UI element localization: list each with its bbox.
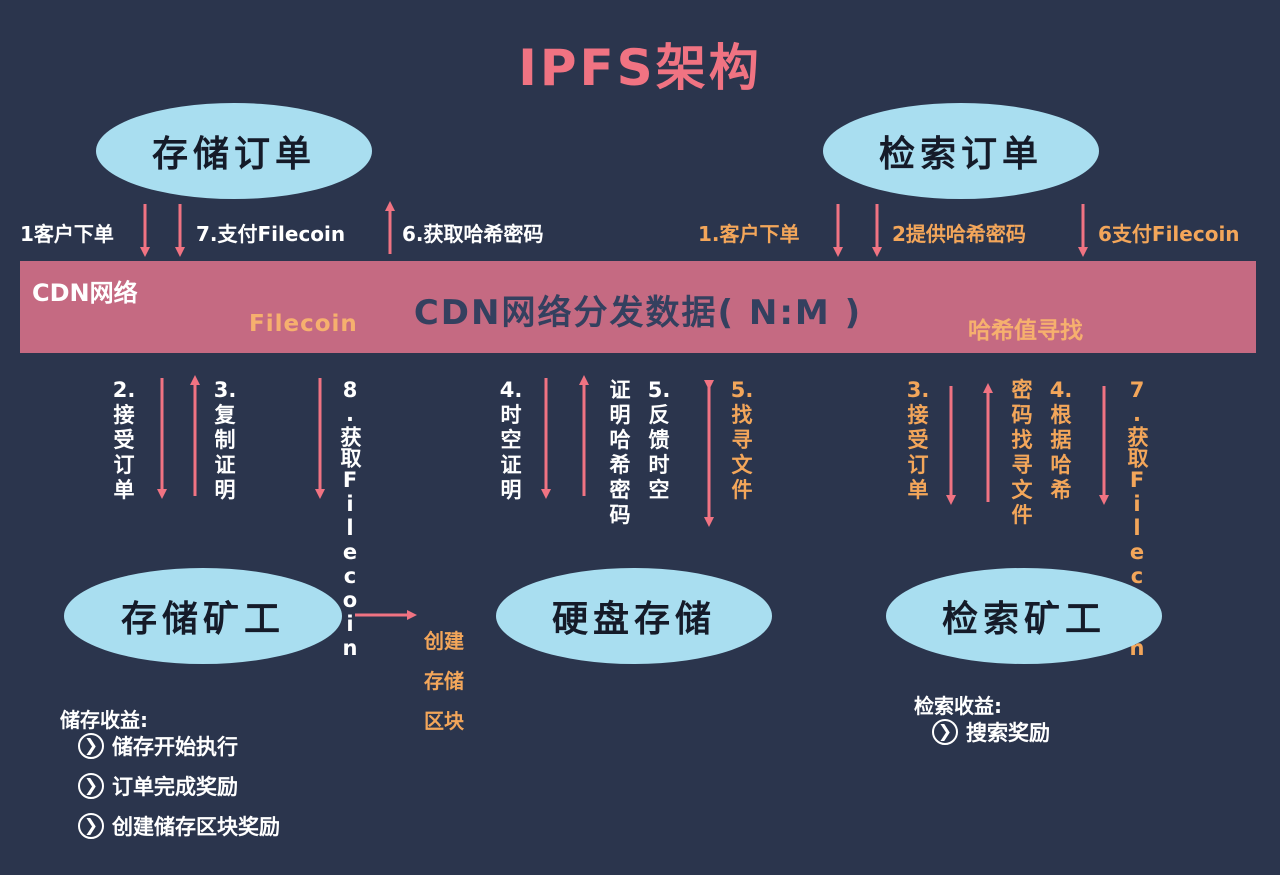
disk-storage-node: 硬盘存储 [496,568,772,664]
list-item-label: 订单完成奖励 [112,775,238,799]
list-item-label: 搜索奖励 [966,721,1050,745]
chevron-circle-icon: ❯ [932,719,958,745]
retrieval-income-list: ❯ 搜索奖励 [932,712,1050,752]
filecoin-band-label: Filecoin [249,311,358,337]
cdn-network-label: CDN网络 [32,279,138,307]
list-item: ❯ 搜索奖励 [932,712,1050,752]
retrieval-order-node: 检索订单 [823,103,1099,199]
label-replication-proof: 3.复制证明 [213,378,237,502]
label-password-find-file: 密码找寻文件 [1011,378,1033,527]
label-accept-order-right: 3.接受订单 [906,378,930,502]
chevron-circle-icon: ❯ [78,733,104,759]
cdn-network-band: CDN网络 CDN网络分发数据( N:M ) Filecoin 哈希值寻找 [20,261,1256,353]
list-item: ❯ 订单完成奖励 [78,766,280,806]
label-customer-order-left: 1客户下单 [20,222,114,246]
label-get-hash-left: 6.获取哈希密码 [402,222,544,246]
list-item: ❯ 储存开始执行 [78,726,280,766]
hash-lookup-band-label: 哈希值寻找 [968,318,1083,344]
label-pay-filecoin-left: 7.支付Filecoin [196,222,346,246]
label-find-file: 5.找寻文件 [730,378,754,502]
label-get-filecoin-left: 8.获取Filecoin [335,378,365,660]
create-block-line: 区块 [424,709,464,733]
page-title: IPFS架构 [518,39,762,97]
storage-income-list: ❯ 储存开始执行 ❯ 订单完成奖励 ❯ 创建储存区块奖励 [78,726,280,846]
create-block-line: 存储 [424,669,464,693]
list-item-label: 储存开始执行 [112,735,238,759]
create-storage-block-label: 创建 存储 区块 [416,621,472,741]
label-customer-order-right: 1.客户下单 [698,222,800,246]
list-item-label: 创建储存区块奖励 [112,815,280,839]
retrieval-miner-node: 检索矿工 [886,568,1162,664]
storage-income-title: 储存收益: [60,708,148,732]
label-get-filecoin-left-text: 8.获取Filecoin [338,378,362,660]
storage-miner-node: 存储矿工 [64,568,342,664]
retrieval-income-title: 检索收益: [914,694,1002,718]
list-item: ❯ 创建储存区块奖励 [78,806,280,846]
label-according-hash: 4.根据哈希 [1049,378,1073,502]
create-block-line: 创建 [424,629,464,653]
label-accept-order-left: 2.接受订单 [112,378,136,502]
label-feedback-spacetime: 5.反馈时空 [647,378,671,502]
label-provide-hash-right: 2提供哈希密码 [892,222,1026,246]
chevron-circle-icon: ❯ [78,773,104,799]
label-spacetime-proof: 4.时空证明 [499,378,523,502]
label-proof-hash-password: 证明哈希密码 [609,378,631,527]
storage-order-node: 存储订单 [96,103,372,199]
label-pay-filecoin-right: 6支付Filecoin [1098,222,1240,246]
cdn-distribution-label: CDN网络分发数据( N:M ) [413,293,863,333]
chevron-circle-icon: ❯ [78,813,104,839]
